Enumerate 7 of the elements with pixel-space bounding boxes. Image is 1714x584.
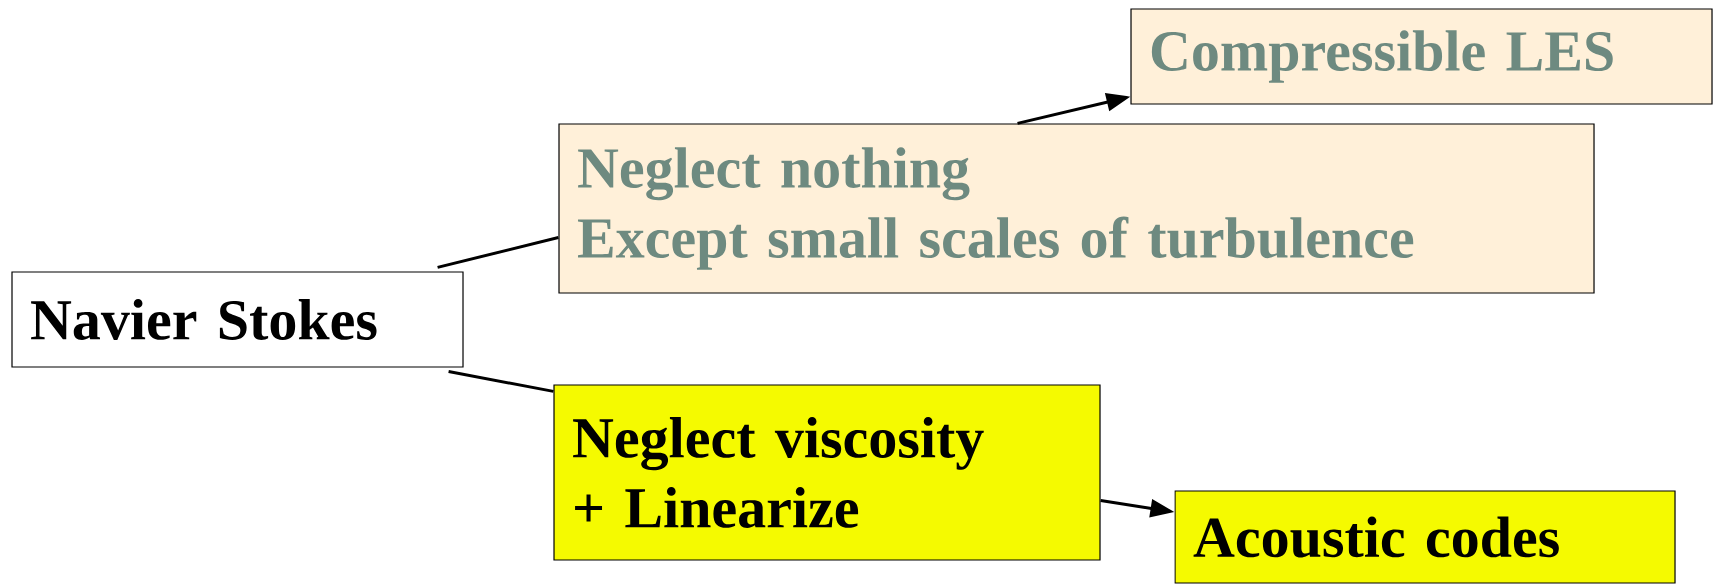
text-box: Acoustic codes xyxy=(1174,490,1676,584)
connector-line xyxy=(437,236,559,269)
text-box: Neglect nothing Except small scales of turbulence xyxy=(558,123,1595,294)
connector-line xyxy=(448,370,554,393)
text-box: Compressible LES xyxy=(1130,8,1713,105)
text-box: Neglect viscosity + Linearize xyxy=(553,384,1101,561)
text-box: Navier Stokes xyxy=(11,271,464,368)
